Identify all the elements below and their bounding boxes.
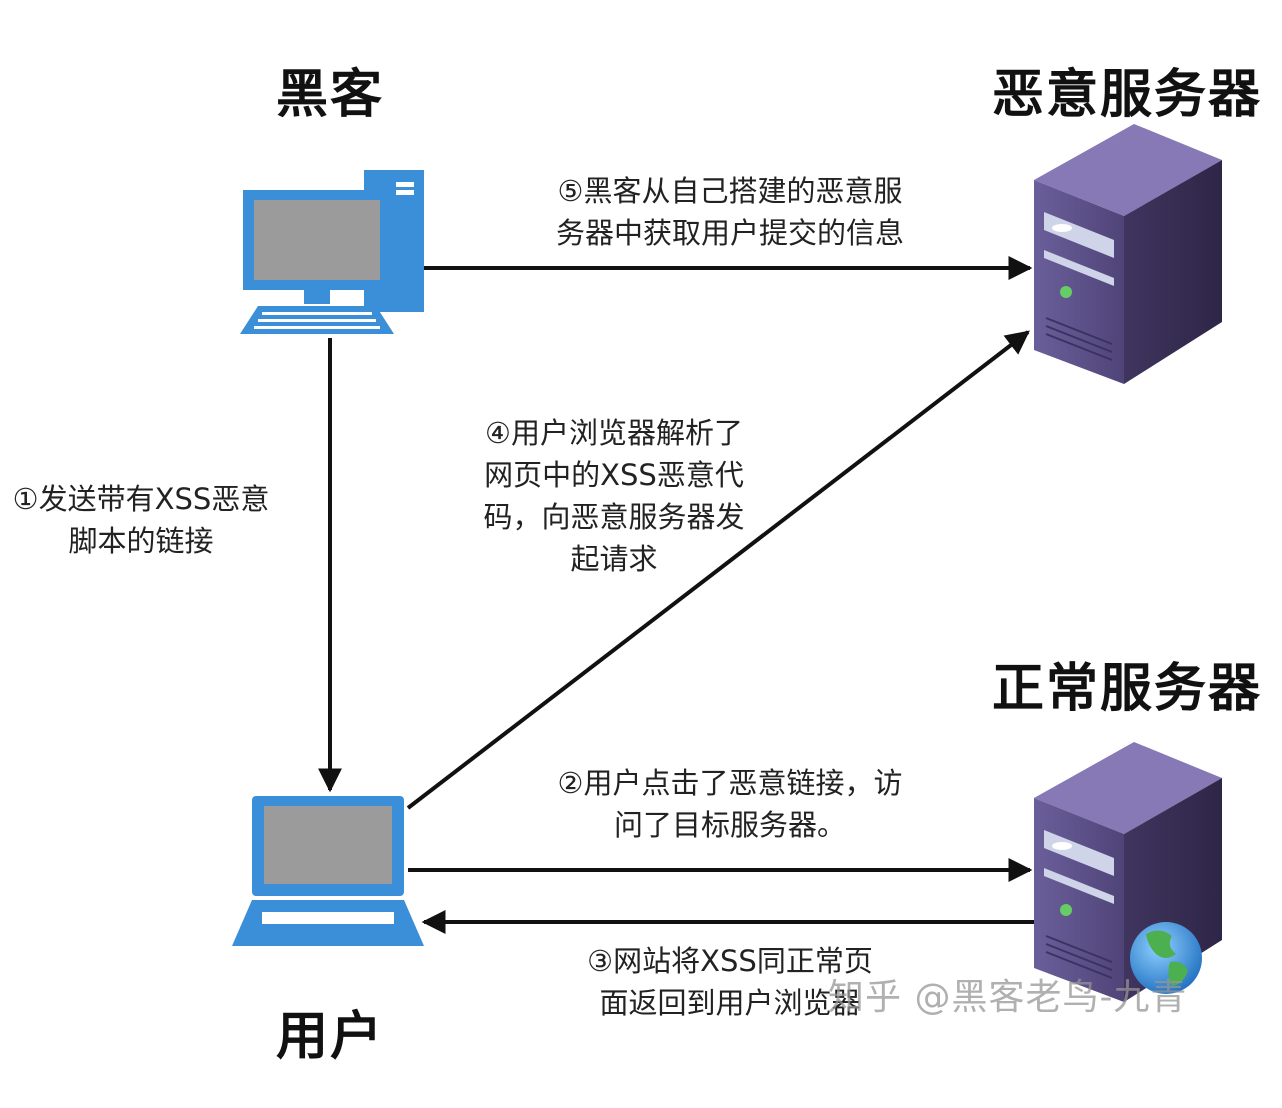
desktop-computer-icon: [240, 170, 424, 334]
step-4-line-2: 网页中的XSS恶意代: [484, 458, 744, 492]
step-3-line-1: ③网站将XSS同正常页: [587, 944, 873, 978]
step-3-line-2: 面返回到用户浏览器: [599, 986, 861, 1020]
step-4-caption: ④用户浏览器解析了 网页中的XSS恶意代 码，向恶意服务器发 起请求: [458, 412, 770, 580]
step-3-caption: ③网站将XSS同正常页 面返回到用户浏览器: [560, 940, 900, 1024]
step-2-line-2: 问了目标服务器。: [613, 808, 846, 842]
step-5-line-1: ⑤黑客从自己搭建的恶意服: [557, 174, 903, 208]
laptop-icon: [232, 796, 424, 946]
step-1-caption: ①发送带有XSS恶意 脚本的链接: [0, 478, 282, 562]
user-label: 用户: [276, 1007, 385, 1067]
globe-icon: [1130, 922, 1202, 994]
step-4-line-1: ④用户浏览器解析了: [485, 416, 743, 450]
step-1-line-1: ①发送带有XSS恶意: [12, 482, 270, 516]
normal-server-label: 正常服务器: [992, 659, 1263, 719]
step-1-line-2: 脚本的链接: [68, 524, 214, 558]
step-2-line-1: ②用户点击了恶意链接，访: [557, 766, 903, 800]
step-5-caption: ⑤黑客从自己搭建的恶意服 务器中获取用户提交的信息: [520, 170, 940, 254]
malicious-server-icon: [1034, 124, 1222, 384]
step-2-caption: ②用户点击了恶意链接，访 问了目标服务器。: [520, 762, 940, 846]
watermark: 知乎 @黑客老鸟-九青: [828, 977, 1188, 1018]
step-4-line-4: 起请求: [570, 542, 658, 576]
step-4-line-3: 码，向恶意服务器发: [483, 500, 745, 534]
hacker-label: 黑客: [276, 65, 385, 125]
step-5-line-2: 务器中获取用户提交的信息: [555, 216, 904, 250]
arrow-user-to-malicious-server: [406, 330, 1030, 810]
malicious-server-label: 恶意服务器: [992, 65, 1263, 125]
